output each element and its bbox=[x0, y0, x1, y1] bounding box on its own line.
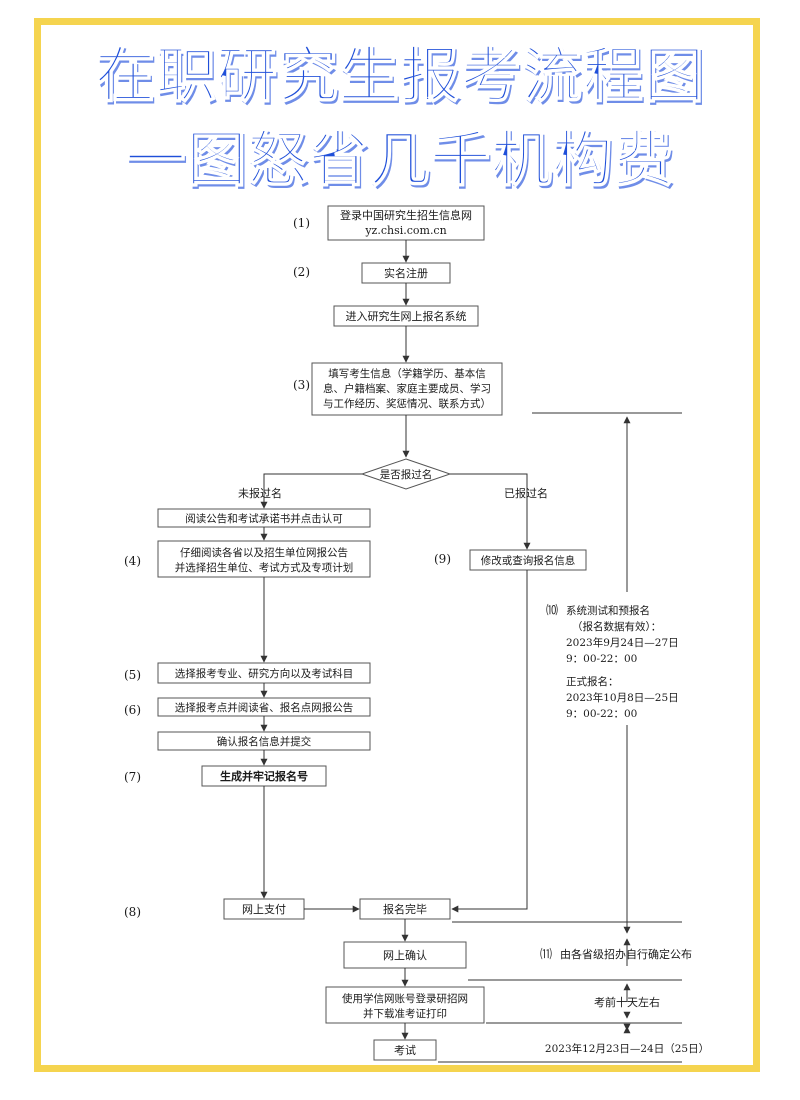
box-confirm-submit: 确认报名信息并提交 bbox=[157, 731, 371, 751]
box-exam-label: 考试 bbox=[394, 1044, 416, 1057]
step-number-7: (7) bbox=[124, 770, 141, 784]
box-enter-system-label: 进入研究生网上报名系统 bbox=[346, 309, 467, 323]
note-pre-title: 系统测试和预报名 bbox=[566, 604, 650, 617]
step-number-9: (9) bbox=[434, 552, 451, 566]
note-formal-title: 正式报名： bbox=[566, 675, 619, 688]
note-pre-sub: （报名数据有效）： bbox=[572, 620, 661, 633]
box-select-unit-line1: 仔细阅读各省以及招生单位网报公告 bbox=[180, 546, 348, 559]
box-register-label: 实名注册 bbox=[384, 266, 428, 280]
title-line-1: 在职研究生报考流程图 bbox=[94, 41, 705, 111]
step-number-3: (3) bbox=[293, 378, 310, 392]
step-number-8: (8) bbox=[124, 905, 141, 919]
title-line-2: 一图怒省几千机构费 bbox=[125, 125, 675, 195]
box-confirm-submit-label: 确认报名信息并提交 bbox=[217, 735, 312, 748]
decision-diamond: 是否报过名 bbox=[360, 458, 452, 490]
box-exam: 考试 bbox=[373, 1039, 437, 1061]
box-login: 登录中国研究生招生信息网 yz.chsi.com.cn bbox=[327, 205, 485, 241]
step-number-5: (5) bbox=[124, 668, 141, 682]
note-formal-dates: 2023年10月8日—25日 bbox=[566, 691, 679, 704]
box-modify: 修改或查询报名信息 bbox=[469, 549, 587, 571]
box-online-confirm-label: 网上确认 bbox=[383, 949, 427, 962]
box-done: 报名完毕 bbox=[359, 898, 451, 920]
step-number-11: ⑾ bbox=[540, 947, 552, 961]
step-number-4: (4) bbox=[124, 554, 141, 568]
box-select-site-label: 选择报考点并阅读省、报名点网报公告 bbox=[175, 701, 354, 714]
box-gen-number-label: 生成并牢记报名号 bbox=[220, 769, 308, 783]
note-pre-dates: 2023年9月24日—27日 bbox=[566, 636, 679, 649]
note-formal-time: 9：00-22：00 bbox=[566, 708, 637, 720]
box-select-unit: 仔细阅读各省以及招生单位网报公告 并选择招生单位、考试方式及专项计划 bbox=[157, 540, 371, 578]
box-done-label: 报名完毕 bbox=[383, 902, 427, 916]
box-fill-line1: 填写考生信息（学籍学历、基本信 bbox=[328, 367, 486, 380]
box-select-major-label: 选择报考专业、研究方向以及考试科目 bbox=[175, 667, 354, 680]
box-select-site: 选择报考点并阅读省、报名点网报公告 bbox=[157, 697, 371, 717]
note-confirm: 由各省级招办自行确定公布 bbox=[560, 947, 692, 961]
box-read-notice-label: 阅读公告和考试承诺书并点击认可 bbox=[185, 512, 343, 525]
box-login-line2: yz.chsi.com.cn bbox=[364, 224, 446, 237]
box-online-confirm: 网上确认 bbox=[343, 941, 467, 969]
box-login-line1: 登录中国研究生招生信息网 bbox=[340, 208, 472, 222]
box-fill-line2: 息、户籍档案、家庭主要成员、学习 bbox=[323, 382, 491, 395]
box-pay: 网上支付 bbox=[223, 898, 305, 920]
branch-registered: 已报过名 bbox=[504, 486, 548, 500]
box-fill-info: 填写考生信息（学籍学历、基本信 息、户籍档案、家庭主要成员、学习 与工作经历、奖… bbox=[311, 362, 503, 416]
note-exam-date: 2023年12月23日—24日（25日） bbox=[545, 1042, 709, 1055]
box-fill-line3: 与工作经历、奖惩情况、联系方式） bbox=[323, 397, 491, 410]
box-print-ticket: 使用学信网账号登录研招网 并下载准考证打印 bbox=[325, 986, 485, 1024]
branch-not-registered: 未报过名 bbox=[238, 486, 282, 500]
box-modify-label: 修改或查询报名信息 bbox=[481, 554, 576, 567]
box-print-line1: 使用学信网账号登录研招网 bbox=[342, 992, 468, 1005]
box-read-notice: 阅读公告和考试承诺书并点击认可 bbox=[157, 508, 371, 528]
step-number-6: (6) bbox=[124, 703, 141, 717]
note-ten-days: 考前十天左右 bbox=[594, 995, 660, 1009]
step-number-2: (2) bbox=[293, 265, 310, 279]
yellow-border-frame bbox=[34, 18, 760, 1072]
decision-label: 是否报过名 bbox=[380, 468, 433, 481]
box-select-unit-line2: 并选择招生单位、考试方式及专项计划 bbox=[175, 561, 354, 574]
box-gen-number: 生成并牢记报名号 bbox=[201, 765, 327, 787]
step-number-1: (1) bbox=[293, 216, 310, 230]
box-register: 实名注册 bbox=[361, 262, 451, 284]
box-print-line2: 并下载准考证打印 bbox=[363, 1007, 447, 1020]
box-select-major: 选择报考专业、研究方向以及考试科目 bbox=[157, 662, 371, 684]
step-number-10: ⑽ bbox=[546, 603, 558, 617]
box-pay-label: 网上支付 bbox=[242, 903, 286, 916]
box-enter-system: 进入研究生网上报名系统 bbox=[333, 305, 479, 327]
note-pre-time: 9：00-22：00 bbox=[566, 653, 637, 665]
